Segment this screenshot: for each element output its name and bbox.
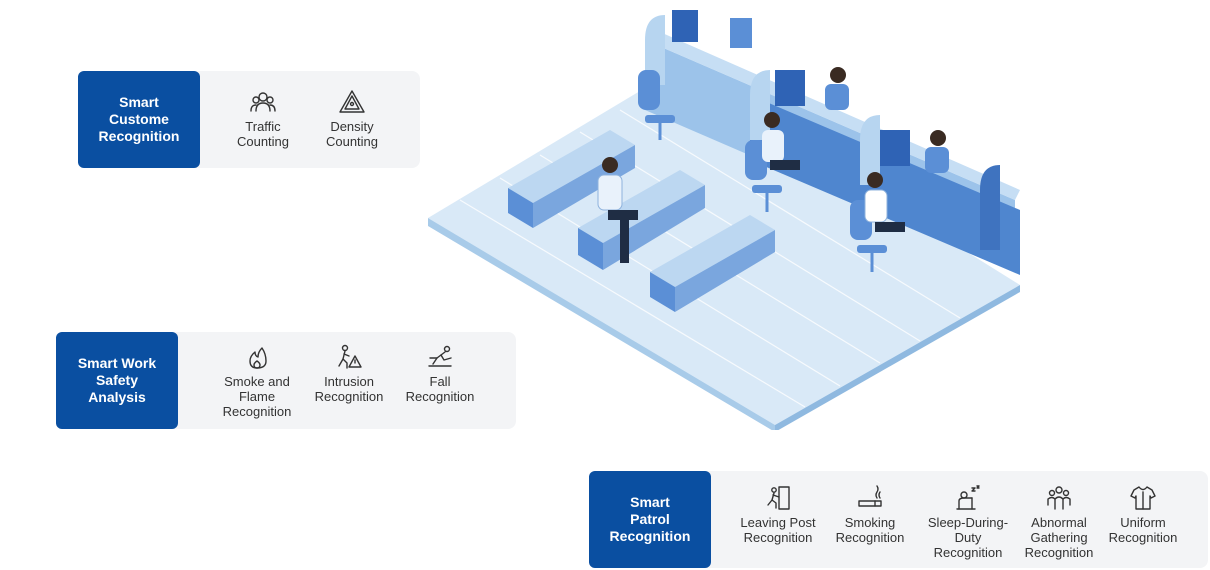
monitor [775, 70, 805, 106]
item-intrusion: Intrusion Recognition [304, 344, 394, 404]
office-illustration [428, 10, 1020, 430]
sleeping-person-icon [956, 485, 980, 510]
item-label: Uniform Recognition [1108, 515, 1178, 545]
item-smoking: Smoking Recognition [823, 485, 917, 545]
item-label: Traffic Counting [236, 119, 290, 149]
chair [638, 70, 660, 110]
group-title-patrol: Smart Patrol Recognition [589, 471, 711, 568]
item-label: Smoking Recognition [835, 515, 905, 545]
item-label: Density Counting [325, 119, 379, 149]
monitor [880, 130, 910, 166]
people-group-icon [250, 92, 276, 112]
item-traffic-counting: Traffic Counting [222, 89, 304, 149]
waiting-benches [508, 130, 775, 312]
item-label: Smoke and Flame Recognition [222, 374, 292, 419]
monitor [672, 10, 698, 42]
chair [745, 140, 767, 180]
item-label: Leaving Post Recognition [740, 515, 816, 545]
exit-door-icon [767, 486, 790, 510]
item-leaving-post: Leaving Post Recognition [731, 485, 825, 545]
fall-icon [428, 345, 452, 367]
group-title-safety: Smart Work Safety Analysis [56, 332, 178, 429]
item-label: Fall Recognition [405, 374, 475, 404]
group-title-customer: Smart Custome Recognition [78, 71, 200, 168]
crowd-icon [1047, 486, 1071, 510]
warning-triangle-icon [339, 90, 365, 113]
item-abnormal-gathering: Abnormal Gathering Recognition [1011, 485, 1107, 560]
shirt-icon [1130, 486, 1156, 510]
item-label: Sleep-During- Duty Recognition [927, 515, 1009, 560]
cigarette-icon [858, 485, 882, 507]
item-label: Intrusion Recognition [314, 374, 384, 404]
item-sleep-on-duty: Sleep-During- Duty Recognition [920, 485, 1016, 560]
item-fall: Fall Recognition [395, 344, 485, 404]
item-smoke-flame: Smoke and Flame Recognition [212, 344, 302, 419]
item-density-counting: Density Counting [311, 89, 393, 149]
intrusion-icon [338, 344, 362, 369]
flame-icon [249, 347, 267, 369]
item-uniform: Uniform Recognition [1096, 485, 1190, 545]
item-label: Abnormal Gathering Recognition [1024, 515, 1094, 560]
people [597, 67, 949, 263]
